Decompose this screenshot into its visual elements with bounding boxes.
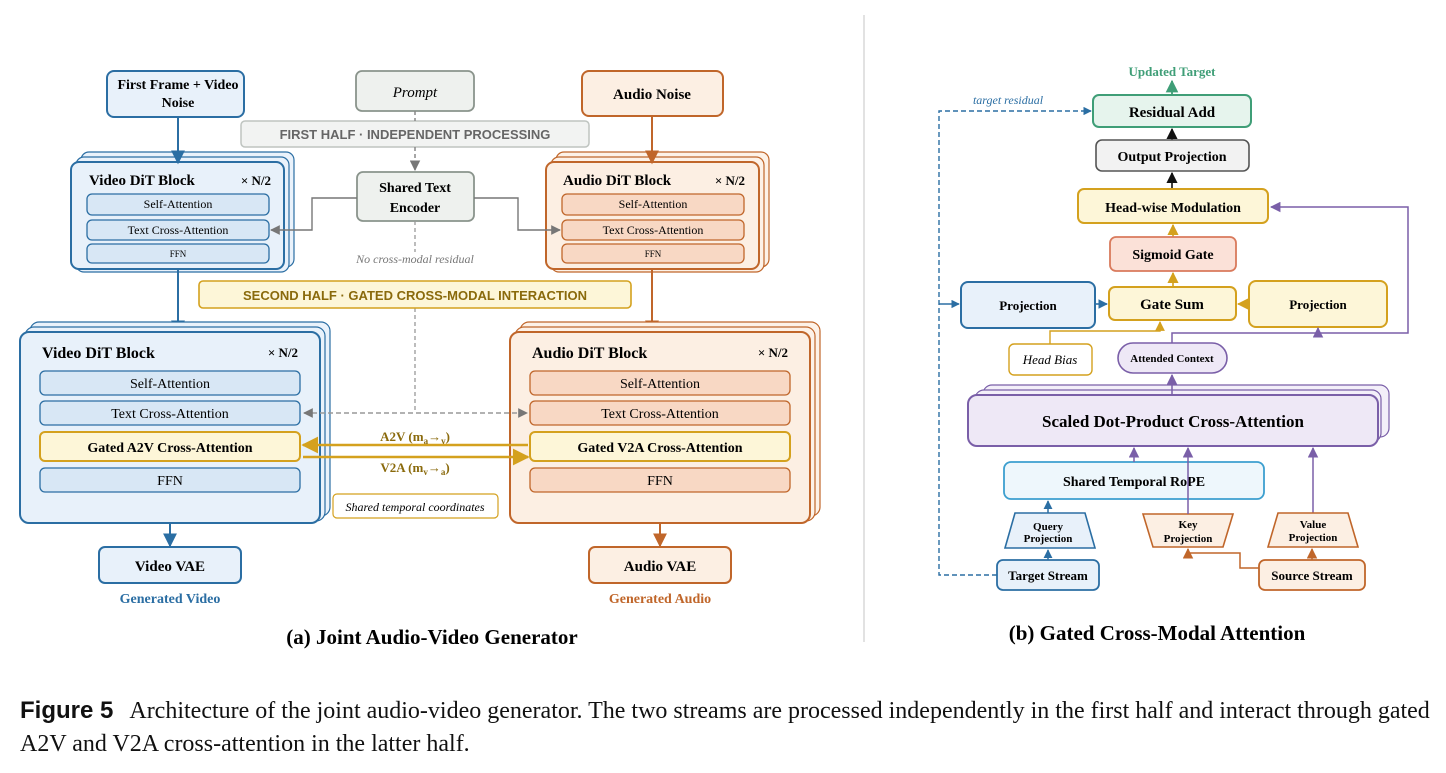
video-block2-self-attention: Self-Attention [130,377,210,392]
video-block2-mult: × N/2 [268,345,298,360]
video-vae-label: Video VAE [135,559,205,575]
audio-block1-title: Audio DiT Block [563,173,672,189]
projection-left-box [960,281,1096,329]
audio-block1-ffn: FFN [645,249,662,259]
video-block1-self-attention: Self-Attention [144,197,213,211]
panel-a: First Frame + Video Noise Prompt Audio N… [19,70,821,649]
query-projection-line1: Query [1033,521,1063,533]
video-input-box [106,70,245,118]
headwise-modulation-box [1077,188,1269,224]
second-half-banner [198,280,632,309]
video-input-line1: First Frame + Video [117,78,238,93]
shared-temporal-box [332,493,499,519]
gate-sum-label: Gate Sum [1140,297,1204,313]
v2a-label: V2A (mv→a) [380,460,449,477]
audio-block1-self-attention: Self-Attention [619,197,688,211]
audio-input-label: Audio Noise [613,87,691,103]
prompt-label: Prompt [392,85,438,101]
sdpa-box [967,394,1379,447]
video-block2-ffn: FFN [157,474,183,489]
audio-block2-mult: × N/2 [758,345,788,360]
target-residual-label: target residual [973,93,1044,107]
first-half-label: FIRST HALF · INDEPENDENT PROCESSING [280,127,551,142]
audio-block2-ffn: FFN [647,474,673,489]
target-residual-path [938,106,1092,576]
shared-temporal-label: Shared temporal coordinates [345,500,484,514]
video-block1-text-cross: Text Cross-Attention [128,223,229,237]
encoder-to-audio-text-arrow [474,197,561,235]
panel-a-caption: (a) Joint Audio-Video Generator [286,625,577,649]
video-block1-title: Video DiT Block [89,173,196,189]
video-input-line2: Noise [162,96,195,111]
encoder-to-video-text-arrow [270,197,357,235]
video-vae-box [98,546,242,584]
key-projection-line1: Key [1179,519,1198,531]
video-block1-ffn: FFN [170,249,187,259]
audio-block2-title: Audio DiT Block [532,345,647,362]
second-half-label: SECOND HALF · GATED CROSS-MODAL INTERACT… [243,288,587,303]
audio-block2-self-attention: Self-Attention [620,377,700,392]
updated-target-label: Updated Target [1128,64,1216,79]
target-stream-label: Target Stream [1008,568,1088,583]
text-encoder-line2: Encoder [390,201,441,216]
output-projection-box [1095,139,1250,172]
figure-caption-text: Architecture of the joint audio-video ge… [20,698,1430,757]
projection-left-label: Projection [999,298,1057,313]
video-block1-mult: × N/2 [241,173,271,188]
audio-block1-mult: × N/2 [715,173,745,188]
audio-block2-gated-v2a: Gated V2A Cross-Attention [577,441,742,456]
generated-video-label: Generated Video [120,592,221,607]
video-block2-title: Video DiT Block [42,345,155,362]
key-projection-line2: Projection [1164,533,1213,545]
audio-vae-label: Audio VAE [624,559,696,575]
gate-sum-box [1108,286,1237,321]
video-block2-gated-a2v: Gated A2V Cross-Attention [87,441,252,456]
panel-b-caption: (b) Gated Cross-Modal Attention [1009,621,1306,645]
residual-add-label: Residual Add [1129,105,1216,121]
audio-block1-text-cross: Text Cross-Attention [603,223,704,237]
output-projection-label: Output Projection [1117,150,1226,165]
head-bias-label: Head Bias [1022,352,1078,367]
architecture-diagram: First Frame + Video Noise Prompt Audio N… [19,15,1409,649]
panel-b: Updated Target Residual Add Output Proje… [938,64,1409,645]
sdpa-label: Scaled Dot-Product Cross-Attention [1042,412,1304,431]
key-projection-shape [1141,513,1235,548]
source-stream-label: Source Stream [1271,568,1353,583]
projection-right-label: Projection [1289,297,1347,312]
context-to-modulation-arrow [1171,201,1409,343]
audio-vae-box [588,546,732,584]
sigmoid-gate-label: Sigmoid Gate [1132,248,1213,263]
a2v-label: A2V (ma→v) [380,429,450,446]
headwise-modulation-label: Head-wise Modulation [1105,201,1241,216]
query-projection-line2: Projection [1024,533,1073,545]
attended-context-label: Attended Context [1130,353,1214,365]
sigmoid-gate-box [1109,236,1237,272]
generated-audio-label: Generated Audio [609,592,711,607]
query-projection-shape [1003,512,1097,549]
video-block2-text-cross: Text Cross-Attention [111,407,229,422]
figure-label: Figure 5 [20,697,114,724]
audio-block2-text-cross: Text Cross-Attention [601,407,719,422]
no-residual-note: No cross-modal residual [355,252,474,266]
residual-add-box [1092,94,1252,128]
value-projection-line2: Projection [1289,532,1338,544]
value-projection-line1: Value [1300,519,1327,531]
text-encoder-line1: Shared Text [379,181,451,196]
rope-label: Shared Temporal RoPE [1063,475,1205,490]
value-projection-shape [1266,512,1360,548]
